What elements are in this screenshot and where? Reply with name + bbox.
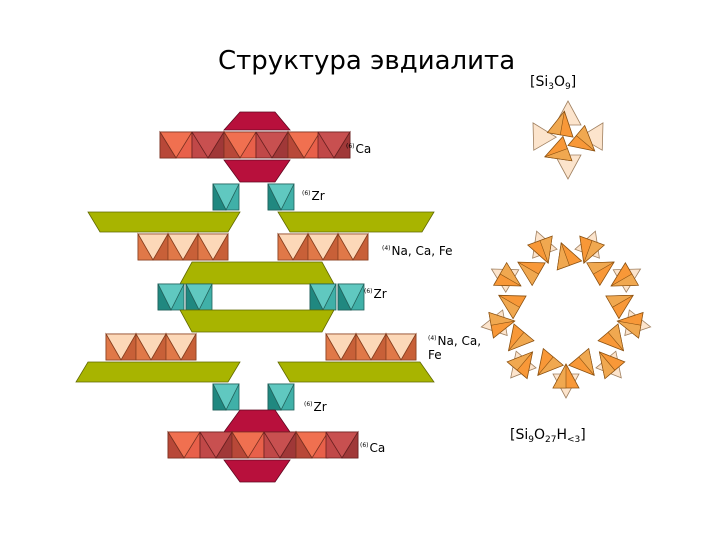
formula-si3o9: [Si3O9] (530, 74, 577, 92)
si-layer-4 (75, 361, 435, 383)
zr-octahedra-middle (157, 283, 365, 311)
na-layer-1 (137, 233, 369, 261)
ring-si9o27 (478, 226, 654, 399)
ring-tetrahedron (605, 283, 641, 319)
page-title: Структура эвдиалита (218, 46, 516, 76)
na-layer-2 (105, 333, 417, 361)
ring-tetrahedron (548, 237, 583, 271)
ca-layer-top (159, 111, 351, 183)
label-ca-top: (6)Ca (346, 142, 372, 156)
label-zr-top: (6)Zr (302, 189, 325, 203)
zr-octahedra-top (212, 183, 295, 211)
si-layer-2 (179, 261, 335, 285)
formula-si9o27: [Si9O27H<3] (510, 427, 586, 445)
ring-si3o9 (521, 100, 615, 180)
si-layer-3 (179, 309, 335, 333)
zr-octahedra-bottom (212, 383, 295, 411)
label-ca-bottom: (6)Ca (360, 441, 386, 455)
label-fe-2: Fe (428, 348, 442, 362)
ca-layer-bottom (167, 409, 359, 483)
label-na-ca-fe-1: (4)Na, Ca, Fe (382, 244, 453, 258)
label-zr-bottom: (6)Zr (304, 400, 327, 414)
label-zr-middle: (6)Zr (364, 287, 387, 301)
si-layer-1 (87, 211, 435, 233)
label-na-ca-fe-2: (4)Na, Ca, (428, 334, 482, 348)
ring-tetrahedron (491, 283, 527, 319)
